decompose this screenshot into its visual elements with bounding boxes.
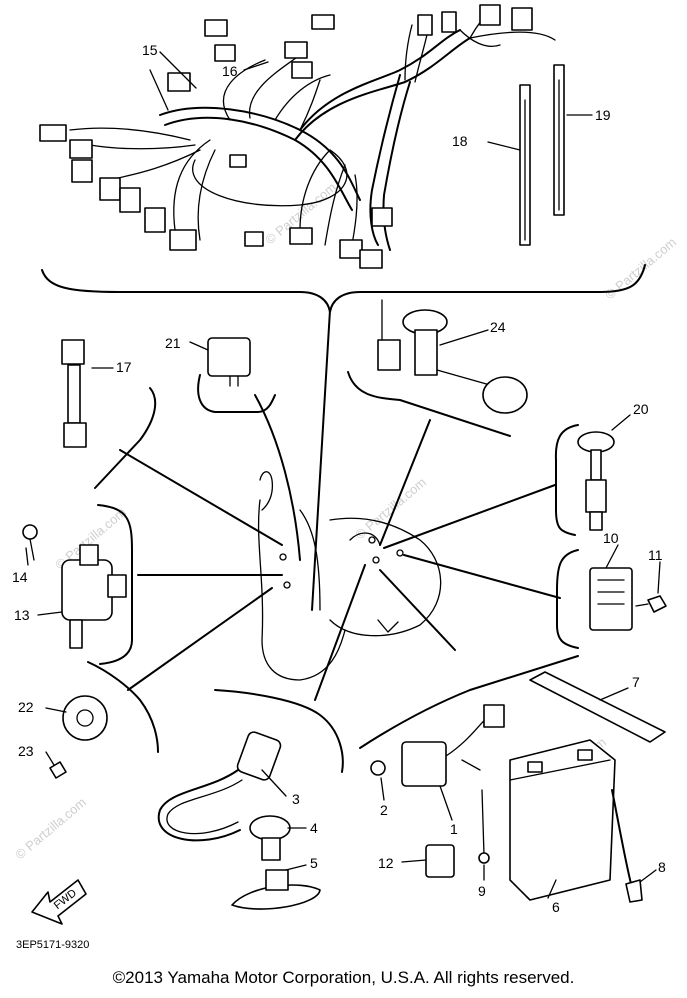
part-number-labels: 15 16 18 19 17 21 24 20 10 11 14 13 22 2… xyxy=(12,42,666,951)
harness-bracket xyxy=(41,264,646,313)
part-label-14: 14 xyxy=(12,569,28,585)
cable-ties xyxy=(487,64,593,246)
part-label-2: 2 xyxy=(380,802,388,818)
part-7-battery-strap xyxy=(529,671,666,743)
fwd-arrow: FWD xyxy=(31,879,87,925)
part-label-7: 7 xyxy=(632,674,640,690)
part-label-20: 20 xyxy=(633,401,649,417)
part-label-15: 15 xyxy=(142,42,158,58)
part-label-21: 21 xyxy=(165,335,181,351)
watermark-2: © Partzilla.com xyxy=(352,474,429,542)
part-label-3: 3 xyxy=(292,791,300,807)
part-14-screw xyxy=(22,524,38,561)
part-10-rectifier xyxy=(589,567,633,631)
part-label-18: 18 xyxy=(452,133,468,149)
part-label-11: 11 xyxy=(648,547,663,563)
part-9-lead xyxy=(478,789,490,864)
part-20-sensor xyxy=(577,431,615,531)
part-label-19: 19 xyxy=(595,107,611,123)
copyright-notice: ©2013 Yamaha Motor Corporation, U.S.A. A… xyxy=(112,968,575,987)
part-label-22: 22 xyxy=(18,699,34,715)
part-2-bolt xyxy=(370,760,386,776)
part-6-battery xyxy=(509,739,616,901)
part-label-23: 23 xyxy=(18,743,34,759)
part-8-battery-lead xyxy=(611,789,643,903)
part-label-17: 17 xyxy=(116,359,132,375)
part-24-fuel-sender xyxy=(377,299,528,414)
watermark-5: © Partzilla.com xyxy=(12,794,89,862)
part-label-13: 13 xyxy=(14,607,30,623)
part-23-bolt xyxy=(49,761,67,779)
wire-harness xyxy=(39,4,556,269)
part-3-ignition-coil xyxy=(157,731,282,842)
section-brackets xyxy=(87,371,579,773)
part-label-8: 8 xyxy=(658,859,666,875)
part-22-horn xyxy=(62,695,108,741)
drawing-code: 3EP5171-9320 xyxy=(16,939,89,951)
part-21-relay xyxy=(207,337,251,387)
part-label-12: 12 xyxy=(378,855,394,871)
part-label-5: 5 xyxy=(310,855,318,871)
leader-lines xyxy=(119,309,561,701)
part-4-plug-cap xyxy=(249,815,291,861)
part-17-connector xyxy=(61,339,87,448)
part-label-6: 6 xyxy=(552,899,560,915)
part-label-16: 16 xyxy=(222,63,238,79)
part-5-cap xyxy=(231,869,321,910)
part-label-10: 10 xyxy=(603,530,619,546)
frame-outline xyxy=(257,471,442,681)
part-label-24: 24 xyxy=(490,319,506,335)
callout-lines xyxy=(25,51,661,899)
part-label-4: 4 xyxy=(310,820,318,836)
part-11-bolt xyxy=(635,595,667,613)
part-label-9: 9 xyxy=(478,883,486,899)
part-12-relay xyxy=(425,844,455,878)
part-label-1: 1 xyxy=(450,821,458,837)
part-13-switch xyxy=(61,544,127,649)
part-1-starter-relay xyxy=(401,704,505,787)
